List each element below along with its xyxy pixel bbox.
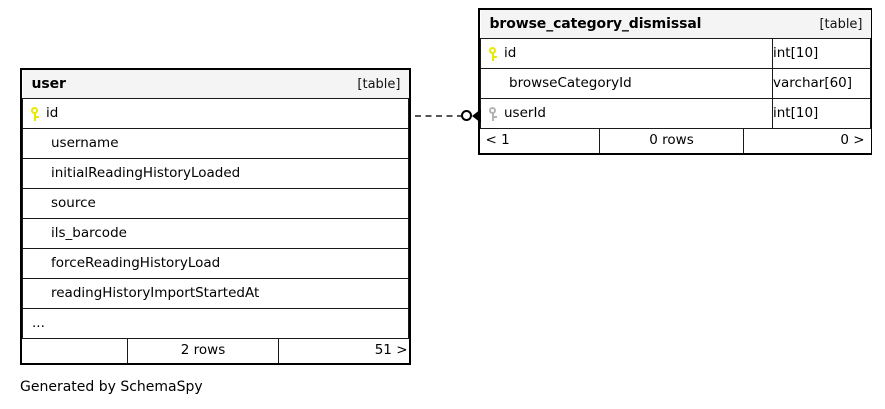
column-row[interactable]: username bbox=[22, 128, 409, 159]
column-name: readingHistoryImportStartedAt bbox=[51, 284, 260, 301]
column-row[interactable]: ils_barcode bbox=[22, 218, 409, 249]
table-name: user bbox=[31, 76, 66, 92]
entity-table-user[interactable]: user [table] id bbox=[20, 68, 411, 365]
column-row[interactable]: forceReadingHistoryLoad bbox=[22, 248, 409, 279]
footer-parent-count[interactable]: < 1 bbox=[480, 129, 600, 153]
column-cell: id bbox=[480, 38, 773, 69]
column-cell: id bbox=[22, 98, 409, 129]
column-name: username bbox=[51, 134, 119, 151]
column-name: source bbox=[51, 194, 96, 211]
column-name: id bbox=[504, 44, 517, 61]
entity-header-cell: browse_category_dismissal [table] bbox=[480, 10, 871, 39]
column-name: initialReadingHistoryLoaded bbox=[51, 164, 241, 181]
column-cell: source bbox=[22, 188, 409, 219]
entity-header-row: browse_category_dismissal [table] bbox=[480, 10, 871, 39]
column-row[interactable]: browseCategoryId varchar[60] bbox=[480, 68, 872, 99]
entity-footer-row: 2 rows 51 > bbox=[22, 338, 409, 363]
column-type: varchar[60] bbox=[771, 68, 872, 99]
column-cell: readingHistoryImportStartedAt bbox=[22, 278, 409, 309]
column-name: id bbox=[46, 104, 59, 121]
relationship-connector[interactable] bbox=[415, 107, 481, 125]
column-cell: ils_barcode bbox=[22, 218, 409, 249]
footer-parent-count[interactable] bbox=[22, 339, 128, 363]
column-cell: ... bbox=[22, 308, 409, 339]
column-row[interactable]: initialReadingHistoryLoaded bbox=[22, 158, 409, 189]
footer-grid: < 1 0 rows 0 > bbox=[480, 129, 871, 153]
generated-by-caption: Generated by SchemaSpy bbox=[20, 379, 203, 395]
footer-child-count[interactable]: 0 > bbox=[742, 129, 871, 153]
column-row[interactable]: source bbox=[22, 188, 409, 219]
column-cell: initialReadingHistoryLoaded bbox=[22, 158, 409, 189]
entity-footer-row: < 1 0 rows 0 > bbox=[480, 128, 871, 153]
relationship-circle-marker bbox=[461, 110, 472, 121]
entity-table-browse-category-dismissal[interactable]: browse_category_dismissal [table] id int… bbox=[478, 8, 872, 155]
relationship-line bbox=[415, 115, 463, 117]
entity-grid: browse_category_dismissal [table] id int… bbox=[480, 10, 872, 153]
footer-grid: 2 rows 51 > bbox=[22, 339, 409, 363]
entity-footer-cell: < 1 0 rows 0 > bbox=[480, 128, 871, 153]
column-cell: forceReadingHistoryLoad bbox=[22, 248, 409, 279]
more-columns-ellipsis: ... bbox=[32, 314, 45, 331]
column-name: browseCategoryId bbox=[509, 74, 632, 91]
foreign-key-icon bbox=[487, 106, 499, 122]
entity-grid: user [table] id bbox=[22, 70, 409, 363]
column-row[interactable]: readingHistoryImportStartedAt bbox=[22, 278, 409, 309]
table-name: browse_category_dismissal bbox=[489, 16, 702, 32]
table-kind-label: [table] bbox=[357, 76, 401, 92]
footer-row-count: 0 rows bbox=[599, 129, 744, 153]
column-type: int[10] bbox=[771, 38, 872, 69]
column-cell: username bbox=[22, 128, 409, 159]
column-type: int[10] bbox=[771, 98, 872, 129]
entity-header-row: user [table] bbox=[22, 70, 409, 99]
column-row[interactable]: userId int[10] bbox=[480, 98, 872, 129]
column-name: userId bbox=[504, 104, 546, 121]
footer-row-count: 2 rows bbox=[127, 339, 279, 363]
column-row[interactable]: id int[10] bbox=[480, 38, 872, 69]
entity-header-cell: user [table] bbox=[22, 70, 409, 99]
entity-footer-cell: 2 rows 51 > bbox=[22, 338, 409, 363]
column-name: forceReadingHistoryLoad bbox=[51, 254, 221, 271]
more-columns-row: ... bbox=[22, 308, 409, 339]
column-name: ils_barcode bbox=[51, 224, 127, 241]
table-kind-label: [table] bbox=[819, 16, 863, 32]
column-cell: userId bbox=[480, 98, 773, 129]
primary-key-icon bbox=[29, 106, 41, 122]
column-cell: browseCategoryId bbox=[480, 68, 773, 99]
primary-key-icon bbox=[487, 46, 499, 62]
relationship-arrow-marker bbox=[472, 108, 481, 123]
footer-child-count[interactable]: 51 > bbox=[278, 339, 409, 363]
column-row[interactable]: id bbox=[22, 98, 409, 129]
